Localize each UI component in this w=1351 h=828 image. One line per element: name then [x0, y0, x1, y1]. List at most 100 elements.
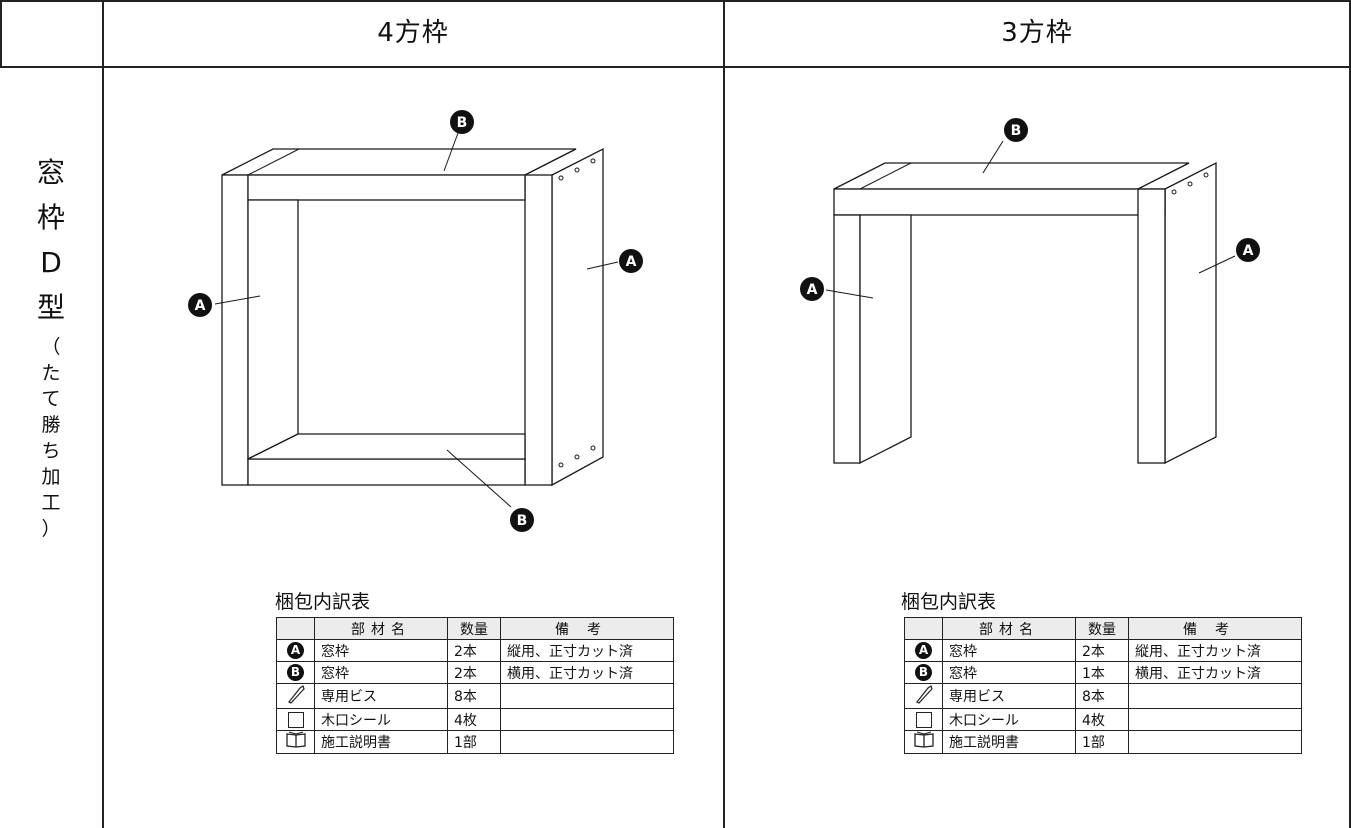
- frame-inner-bottom-face: [247, 433, 526, 460]
- row-label-sub-char: た: [41, 362, 61, 384]
- table-cell-symbol: B: [904, 661, 943, 684]
- callout-a-right-label: A: [1243, 243, 1254, 259]
- grid-top-border: [0, 0, 1351, 2]
- frame-right-post-side-face: [1164, 161, 1217, 465]
- three-sided-frame-diagram: B A A: [800, 118, 1260, 465]
- table-row: A 窓枠 2本 縦用、正寸カット済: [904, 639, 1302, 662]
- packing-list-table-four: 部材名 数量 備考 A 窓枠 2本 縦用、正寸カット済 B 窓枠 2本 横用、正…: [276, 617, 674, 754]
- table-cell-name: 専用ビス: [942, 683, 1076, 709]
- grid-header-divider: [0, 66, 1351, 68]
- callout-a-right: A: [1236, 238, 1260, 262]
- table-cell-qty: 8本: [447, 683, 501, 709]
- table-header-name: 部材名: [314, 617, 448, 640]
- table-cell-name: 専用ビス: [314, 683, 448, 709]
- screw-hole: [574, 454, 580, 460]
- callout-a-left-label: A: [195, 298, 206, 314]
- column-header-three-sided: 3方枠: [1001, 18, 1073, 48]
- callout-a-right-label: A: [626, 254, 637, 270]
- table-row: B 窓枠 2本 横用、正寸カット済: [276, 661, 674, 684]
- screw-hole: [590, 445, 596, 451]
- frame-left-post: [221, 174, 249, 486]
- table-header-name: 部材名: [942, 617, 1076, 640]
- leader-line-b-top: [443, 132, 459, 172]
- frame-right-post: [1137, 188, 1166, 464]
- table-cell-qty: 4枚: [1075, 708, 1129, 731]
- table-header-row: 部材名 数量 備考: [276, 617, 674, 640]
- table-cell-note: [1128, 730, 1302, 754]
- grid-left-border: [0, 0, 2, 67]
- row-label-sub-char: 勝: [41, 414, 61, 436]
- grid-label-divider: [102, 0, 104, 828]
- table-cell-note: 横用、正寸カット済: [1128, 661, 1302, 684]
- badge-a-icon: A: [287, 642, 304, 659]
- frame-inner-left-face: [247, 199, 299, 461]
- screw-icon: [915, 685, 933, 704]
- table-cell-symbol: [904, 683, 943, 709]
- table-cell-name: 窓枠: [942, 661, 1076, 684]
- table-cell-symbol: [276, 708, 315, 731]
- leader-line-a-right: [586, 261, 619, 270]
- table-row: B 窓枠 1本 横用、正寸カット済: [904, 661, 1302, 684]
- table-row: 専用ビス 8本: [904, 683, 1302, 709]
- table-cell-symbol: [276, 683, 315, 709]
- packing-list-table-three: 部材名 数量 備考 A 窓枠 2本 縦用、正寸カット済 B 窓枠 1本 横用、正…: [904, 617, 1302, 754]
- frame-top-bar: [833, 188, 1166, 216]
- callout-a-left: A: [188, 293, 212, 317]
- table-cell-note: 縦用、正寸カット済: [1128, 639, 1302, 662]
- table-cell-qty: 2本: [447, 661, 501, 684]
- square-icon: [915, 711, 932, 728]
- table-cell-note: [1128, 683, 1302, 709]
- book-icon: [913, 731, 934, 748]
- frame-top-bar-top-face: [833, 162, 1190, 190]
- packing-list-title-three: 梱包内訳表: [901, 591, 997, 613]
- table-header-symbol: [276, 617, 315, 640]
- table-row: 木口シール 4枚: [904, 708, 1302, 731]
- frame-left-post-inner-face: [859, 214, 912, 465]
- leader-line-a-left: [214, 295, 261, 305]
- callout-b-bottom: B: [510, 508, 534, 532]
- callout-a-right: A: [619, 249, 643, 273]
- screw-icon: [287, 685, 305, 704]
- table-cell-qty: 1部: [1075, 730, 1129, 754]
- table-cell-qty: 1本: [1075, 661, 1129, 684]
- table-row: 専用ビス 8本: [276, 683, 674, 709]
- row-label-char: 枠: [36, 201, 65, 234]
- callout-b-top-label: B: [457, 115, 468, 131]
- table-cell-qty: 4枚: [447, 708, 501, 731]
- frame-top-seam-left: [247, 148, 300, 176]
- table-cell-name: 窓枠: [314, 639, 448, 662]
- table-header-note: 備考: [500, 617, 674, 640]
- table-cell-note: 縦用、正寸カット済: [500, 639, 674, 662]
- table-cell-qty: 2本: [1075, 639, 1129, 662]
- screw-hole: [574, 167, 580, 173]
- screw-hole: [1187, 181, 1193, 187]
- table-cell-symbol: [276, 730, 315, 754]
- row-label-char: 窓: [36, 156, 65, 189]
- table-header-row: 部材名 数量 備考: [904, 617, 1302, 640]
- callout-b-top-label: B: [1011, 123, 1022, 139]
- table-cell-note: [500, 683, 674, 709]
- callout-a-left-label: A: [807, 282, 818, 298]
- leader-line-b-top: [982, 140, 1004, 174]
- table-row: 木口シール 4枚: [276, 708, 674, 731]
- frame-top-bar-top-face: [221, 148, 577, 176]
- frame-top-seam-left: [859, 162, 912, 190]
- table-cell-symbol: B: [276, 661, 315, 684]
- table-cell-qty: 1部: [447, 730, 501, 754]
- row-label-sub-char: 加: [41, 466, 61, 488]
- grid-right-border: [1349, 0, 1351, 828]
- table-cell-symbol: A: [276, 639, 315, 662]
- row-label: 窓 枠 D 型 （ た て 勝 ち 加 工 ）: [36, 150, 66, 542]
- frame-bottom-bar: [247, 458, 526, 486]
- row-label-sub-char: て: [41, 388, 61, 410]
- table-cell-qty: 2本: [447, 639, 501, 662]
- callout-a-left: A: [800, 277, 824, 301]
- frame-top-seam-right: [1137, 162, 1190, 190]
- table-cell-name: 施工説明書: [314, 730, 448, 754]
- table-row: A 窓枠 2本 縦用、正寸カット済: [276, 639, 674, 662]
- frame-right-post: [524, 174, 553, 486]
- table-cell-note: [500, 730, 674, 754]
- table-header-note: 備考: [1128, 617, 1302, 640]
- row-label-sub-char: ）: [41, 518, 61, 540]
- screw-hole: [590, 158, 596, 164]
